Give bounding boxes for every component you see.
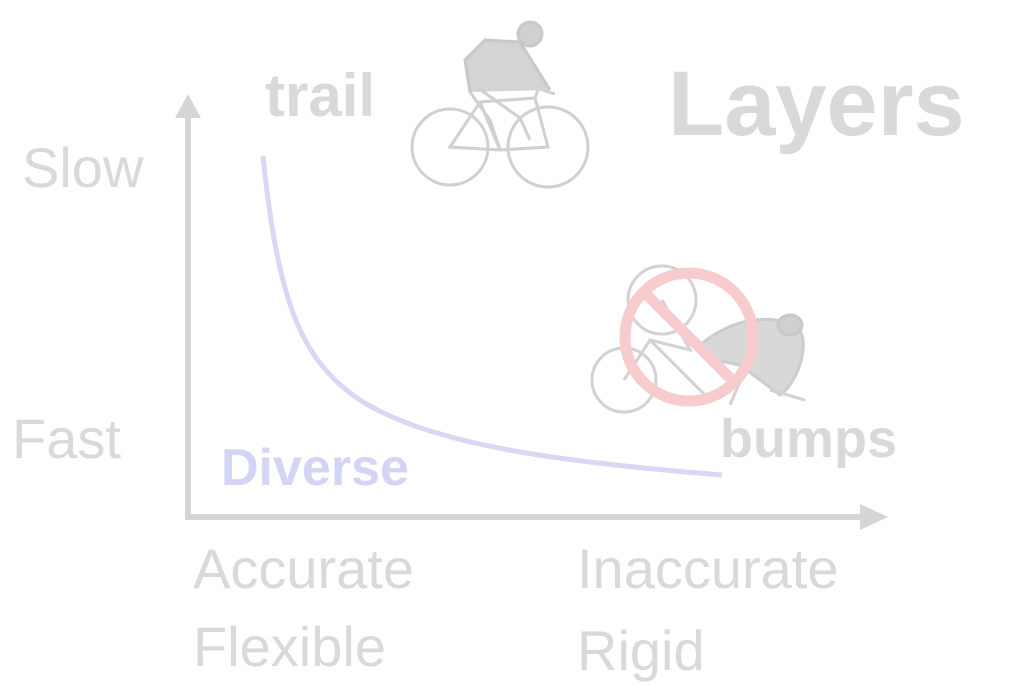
- bumps-label: bumps: [720, 409, 897, 469]
- title: Layers: [668, 53, 965, 155]
- cyclist-riding-icon: [410, 20, 590, 189]
- x-axis-right-label-line2: Rigid: [577, 619, 705, 682]
- x-axis-right-label-line1: Inaccurate: [577, 537, 839, 600]
- trail-label: trail: [265, 62, 375, 129]
- tradeoff-curve: [260, 155, 723, 478]
- no-sign-icon: [619, 267, 759, 407]
- y-axis-bottom-label: Fast: [12, 407, 121, 470]
- curve-label: Diverse: [221, 439, 409, 497]
- y-axis-top-label: Slow: [22, 136, 144, 199]
- y-axis-arrow: [175, 94, 201, 118]
- x-axis-left-label-line2: Flexible: [193, 615, 386, 678]
- x-axis-left-label-line1: Accurate: [193, 537, 414, 600]
- x-axis-arrow: [860, 504, 888, 530]
- axes: [175, 94, 888, 530]
